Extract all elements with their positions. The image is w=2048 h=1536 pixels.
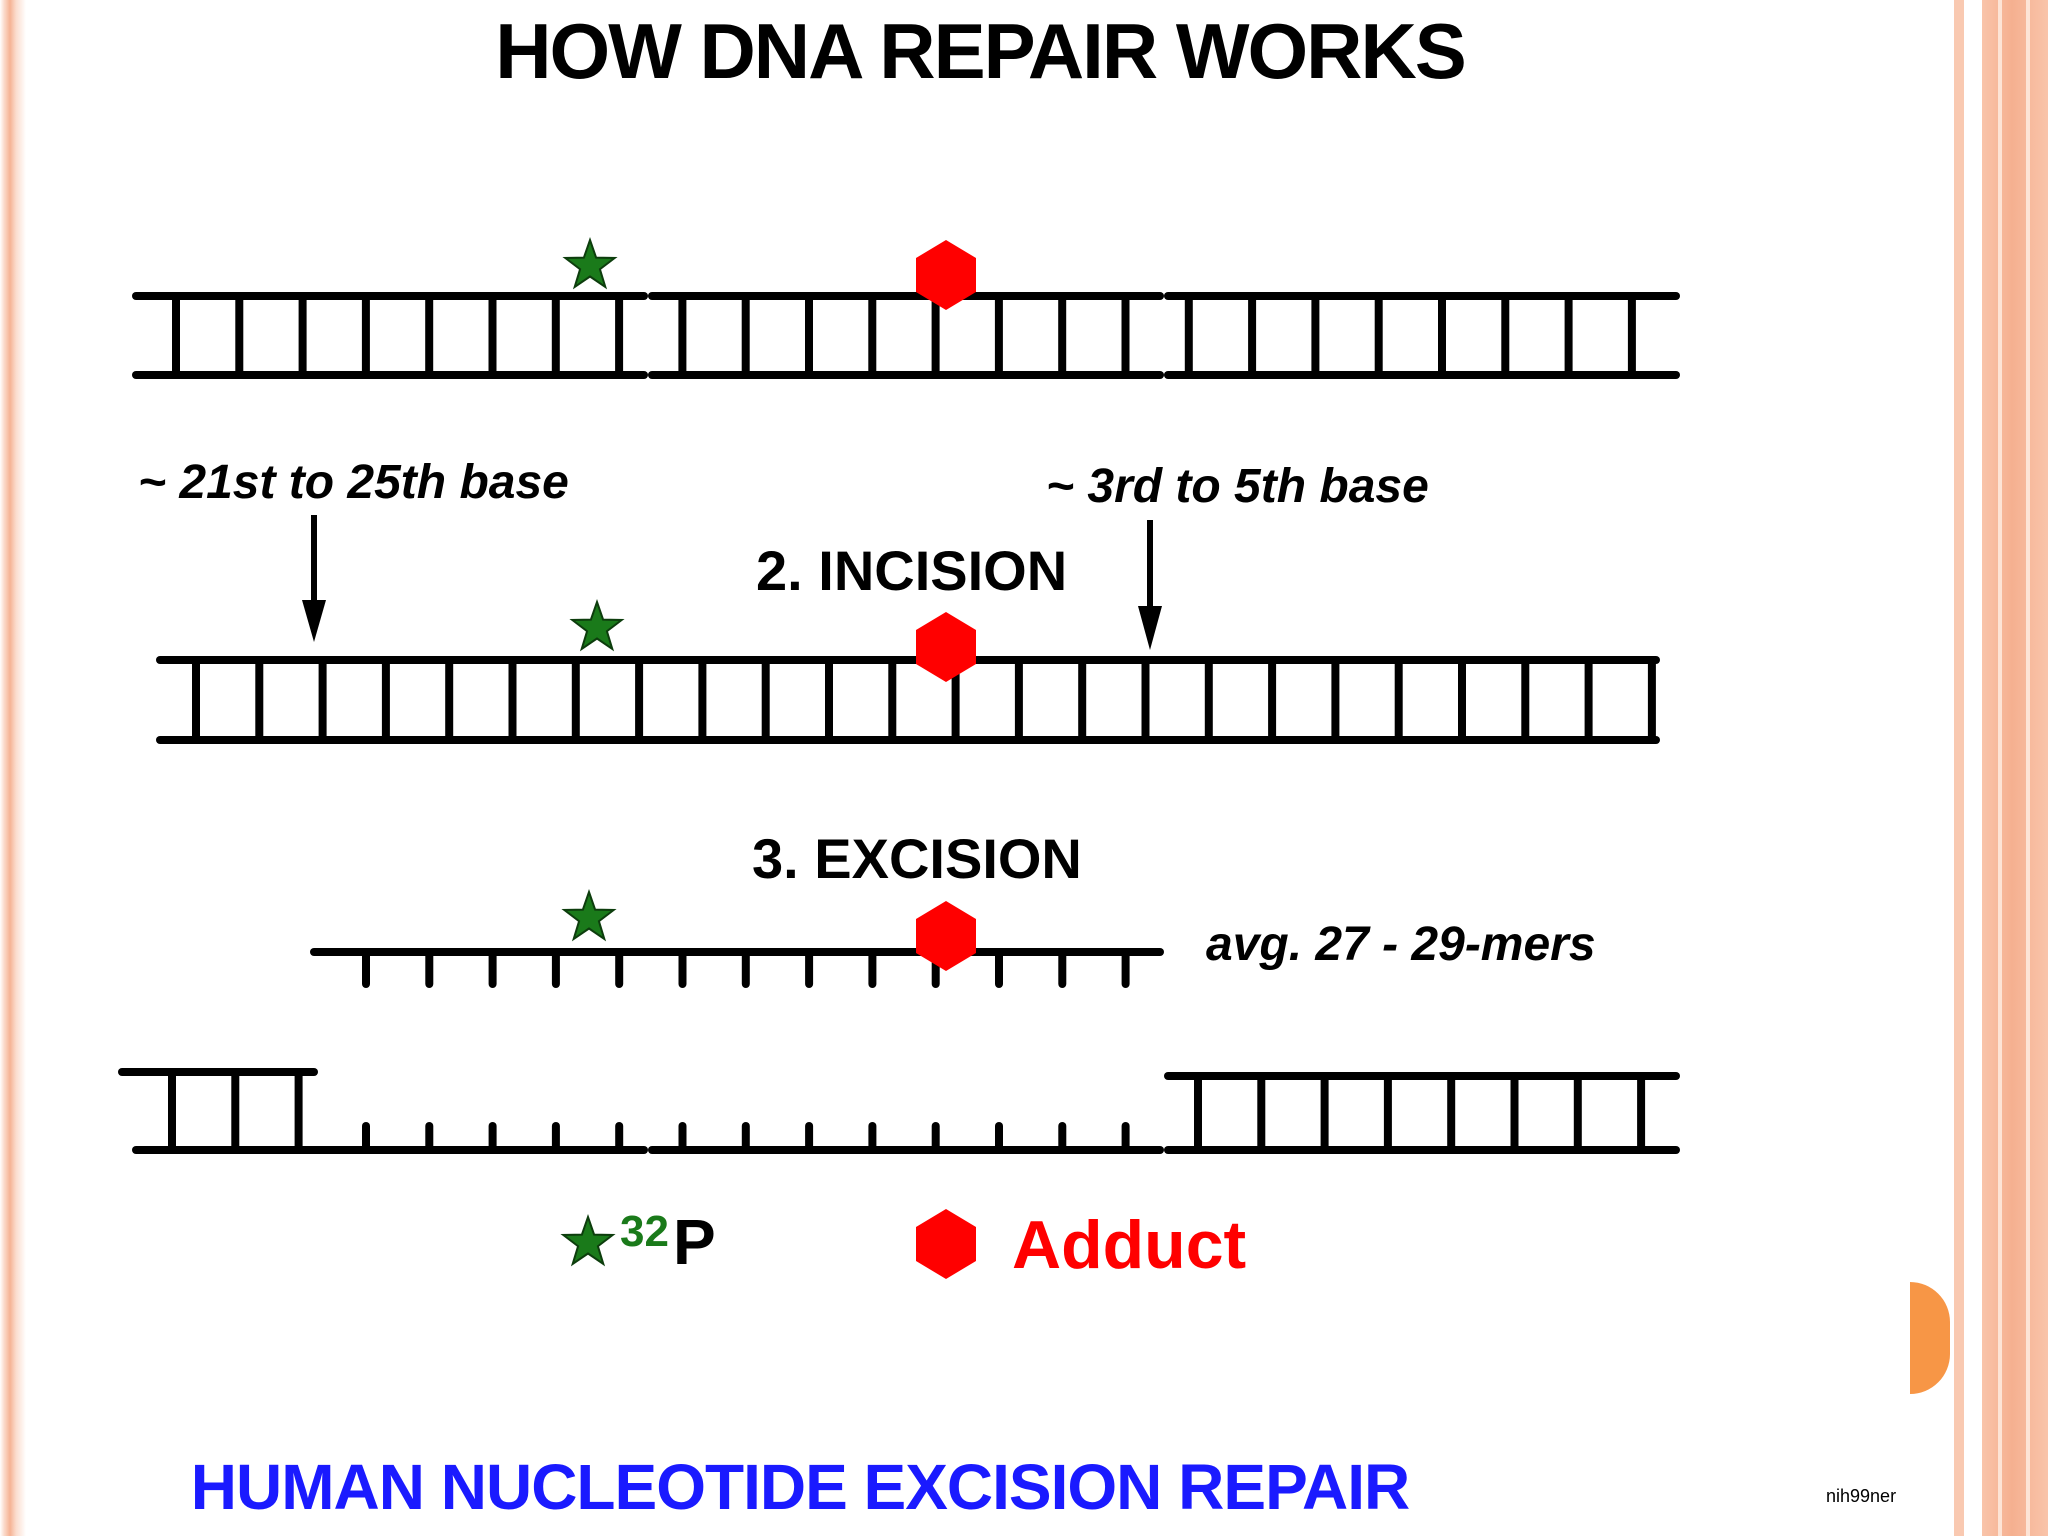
slide-title: HOW DNA REPAIR WORKS <box>495 7 1467 95</box>
bottom-caption: HUMAN NUCLEOTIDE EXCISION REPAIR <box>190 1451 1410 1523</box>
right-frame-line <box>1998 0 2002 1536</box>
star-icon <box>562 1216 614 1265</box>
hexagon-icon <box>916 901 976 971</box>
incision-right-label: ~ 3rd to 5th base <box>1046 460 1429 513</box>
orange-half-circle-tab[interactable] <box>1910 1282 1950 1394</box>
dna-duplex-gapped <box>118 1068 1680 1154</box>
hexagon-icon <box>916 1209 976 1279</box>
dna-duplex-incised <box>156 601 1660 744</box>
incision-left-label: ~ 21st to 25th base <box>138 456 569 509</box>
dna-duplex-intact <box>132 239 1680 379</box>
step-excision-label: 3. EXCISION <box>752 827 1082 890</box>
step-incision-label: 2. INCISION <box>756 539 1067 602</box>
legend-adduct-label: Adduct <box>1012 1207 1246 1283</box>
incision-arrow-right <box>1138 520 1162 650</box>
right-frame-stripe <box>1954 0 1964 1536</box>
legend-p32-superscript: 32 <box>620 1207 669 1256</box>
legend: 32 P Adduct <box>562 1206 1246 1283</box>
excised-oligonucleotide <box>310 891 1164 988</box>
legend-p32-letter: P <box>673 1206 716 1278</box>
star-icon <box>563 891 615 940</box>
image-credit: nih99ner <box>1826 1486 1897 1506</box>
star-icon <box>564 239 616 288</box>
star-icon <box>571 601 623 650</box>
left-frame-border <box>0 0 26 1536</box>
hexagon-icon <box>916 612 976 682</box>
right-frame-line <box>2026 0 2030 1536</box>
right-frame-border <box>1982 0 2048 1536</box>
incision-arrow-left <box>302 515 326 642</box>
excised-length-label: avg. 27 - 29-mers <box>1206 918 1596 971</box>
